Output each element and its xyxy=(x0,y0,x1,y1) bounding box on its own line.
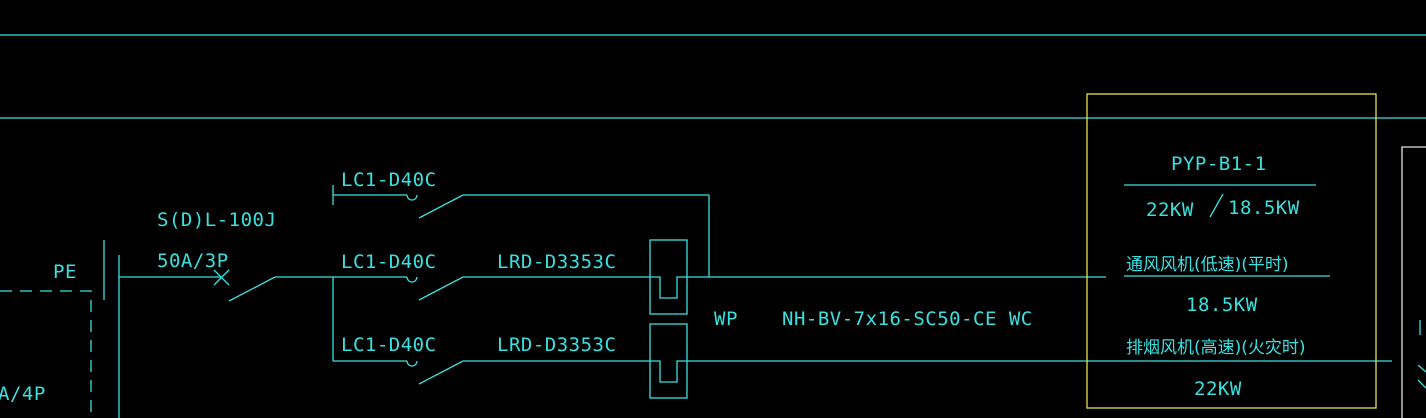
power-separator-slash xyxy=(1209,193,1224,218)
main-breaker: S(D)L-100J 50A/3P xyxy=(119,209,333,302)
cable-spec-label: NH-BV-7x16-SC50-CE WC xyxy=(782,308,1033,330)
equipment-id: PYP-B1-1 xyxy=(1171,153,1267,175)
contactor-mid-label: LC1-D40C xyxy=(341,251,437,273)
breaker-model-label: S(D)L-100J xyxy=(157,209,276,231)
pe-label: PE xyxy=(53,261,77,283)
equipment-box: PYP-B1-1 22KW 18.5KW 通风风机(低速)(平时) 18.5KW… xyxy=(1086,93,1377,409)
left-rating-fragment: A/4P xyxy=(0,383,46,405)
high-speed-mode-label: 排烟风机(高速)(火灾时) xyxy=(1126,338,1306,358)
pe-conductor: PE A/4P xyxy=(0,261,92,418)
circuit-code-label: WP xyxy=(714,308,738,330)
breaker-rating-label: 50A/3P xyxy=(157,250,229,272)
equipment-power-high: 22KW xyxy=(1146,199,1194,221)
thermal-relay-bottom xyxy=(649,323,688,399)
relay-bot-label: LRD-D3353C xyxy=(497,334,616,356)
contactor-top-label: LC1-D40C xyxy=(341,169,437,191)
low-speed-power: 18.5KW xyxy=(1186,294,1258,316)
low-speed-mode-label: 通风风机(低速)(平时) xyxy=(1126,255,1289,275)
equipment-power-low: 18.5KW xyxy=(1228,197,1300,219)
thermal-relay-middle xyxy=(649,239,688,315)
contactor-middle: LC1-D40C LRD-D3353C xyxy=(333,251,650,301)
relay-mid-label: LRD-D3353C xyxy=(497,251,616,273)
adjacent-frame xyxy=(1401,146,1426,418)
contactor-bottom: LC1-D40C LRD-D3353C xyxy=(333,334,650,385)
high-speed-power: 22KW xyxy=(1194,378,1242,400)
contactor-bot-label: LC1-D40C xyxy=(341,334,437,356)
contactor-top: LC1-D40C xyxy=(332,169,710,277)
